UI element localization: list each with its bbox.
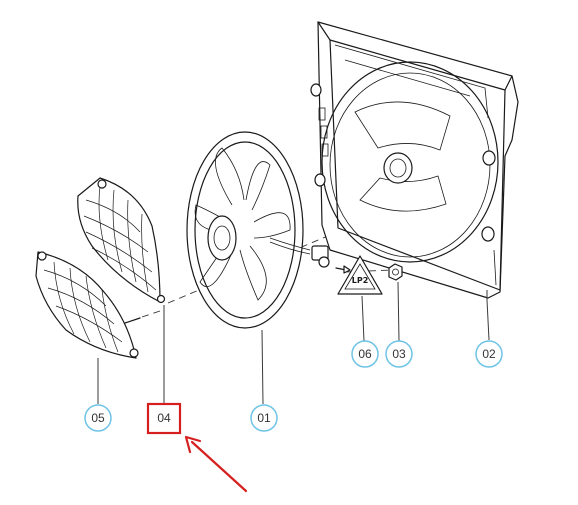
fan-front-cover — [35, 251, 139, 359]
warning-label-part: LP2 — [335, 255, 383, 295]
callout-05[interactable]: 05 — [84, 404, 112, 432]
callout-01[interactable]: 01 — [250, 404, 278, 432]
highlight-arrow-icon — [184, 435, 248, 493]
leader-lines — [97, 281, 490, 405]
callout-05-label: 05 — [91, 411, 105, 425]
fan-shroud-frame — [310, 21, 519, 299]
callout-02[interactable]: 02 — [475, 340, 503, 368]
callout-04[interactable]: 04 — [146, 402, 182, 435]
warning-label-text: LP2 — [352, 276, 369, 285]
fan-grille — [77, 177, 166, 304]
callout-03-label: 03 — [392, 347, 406, 361]
callout-02-label: 02 — [482, 347, 496, 361]
nut-part — [388, 263, 403, 281]
fan-assembly — [186, 131, 330, 329]
callout-03[interactable]: 03 — [385, 340, 413, 368]
callout-04-label: 04 — [157, 411, 171, 425]
callout-06[interactable]: 06 — [351, 340, 379, 368]
callout-06-label: 06 — [358, 347, 372, 361]
callout-04-highlight-box — [146, 402, 182, 435]
callout-01-label: 01 — [257, 411, 271, 425]
